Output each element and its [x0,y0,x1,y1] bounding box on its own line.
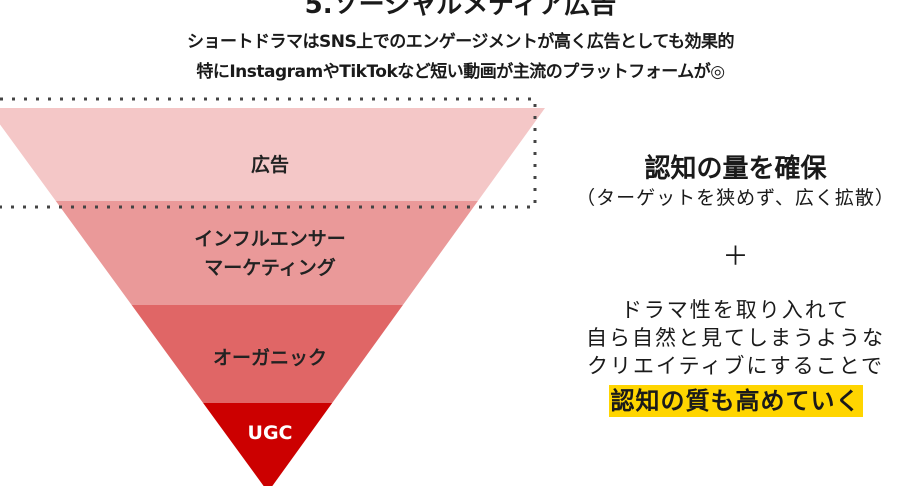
funnel-label-influencer-line1: インフルエンサー [194,228,346,250]
right-body: ドラマ性を取り入れて 自ら自然と見てしまうような クリエイティブにすることで [550,296,921,380]
right-body-line2: 自ら自然と見てしまうような [586,326,885,350]
funnel-level-ugc [0,403,545,486]
highlight-text: 認知の質も高めていく [608,385,863,417]
dotted-highlight-box [0,97,537,209]
plus-sign: ＋ [722,242,749,272]
subtitle-line-2: 特にInstagramやTikTokなど短い動画が主流のプラットフォームが◎ [196,62,725,82]
subtitle-line-1: ショートドラマはSNS上でのエンゲージメントが高く広告としても効果的 [186,32,735,52]
highlight-wrap: 認知の質も高めていく [550,381,921,417]
funnel-label-organic: オーガニック [212,347,327,369]
right-heading: 認知の量を確保 [644,154,827,184]
funnel-label-ugc: UGC [247,422,293,444]
right-heading-note: （ターゲットを狭めず、広く拡散） [576,187,895,209]
page-title: 5.ソーシャルメディア広告 [304,0,617,20]
funnel-label-influencer-line2: マーケティング [204,257,336,279]
right-body-line1: ドラマ性を取り入れて [620,298,851,322]
funnel-label-influencer: インフルエンサー マーケティング [120,225,420,283]
funnel-level-ads [0,108,545,201]
funnel-label-ads: 広告 [250,154,289,176]
right-body-line3: クリエイティブにすることで [587,354,884,378]
